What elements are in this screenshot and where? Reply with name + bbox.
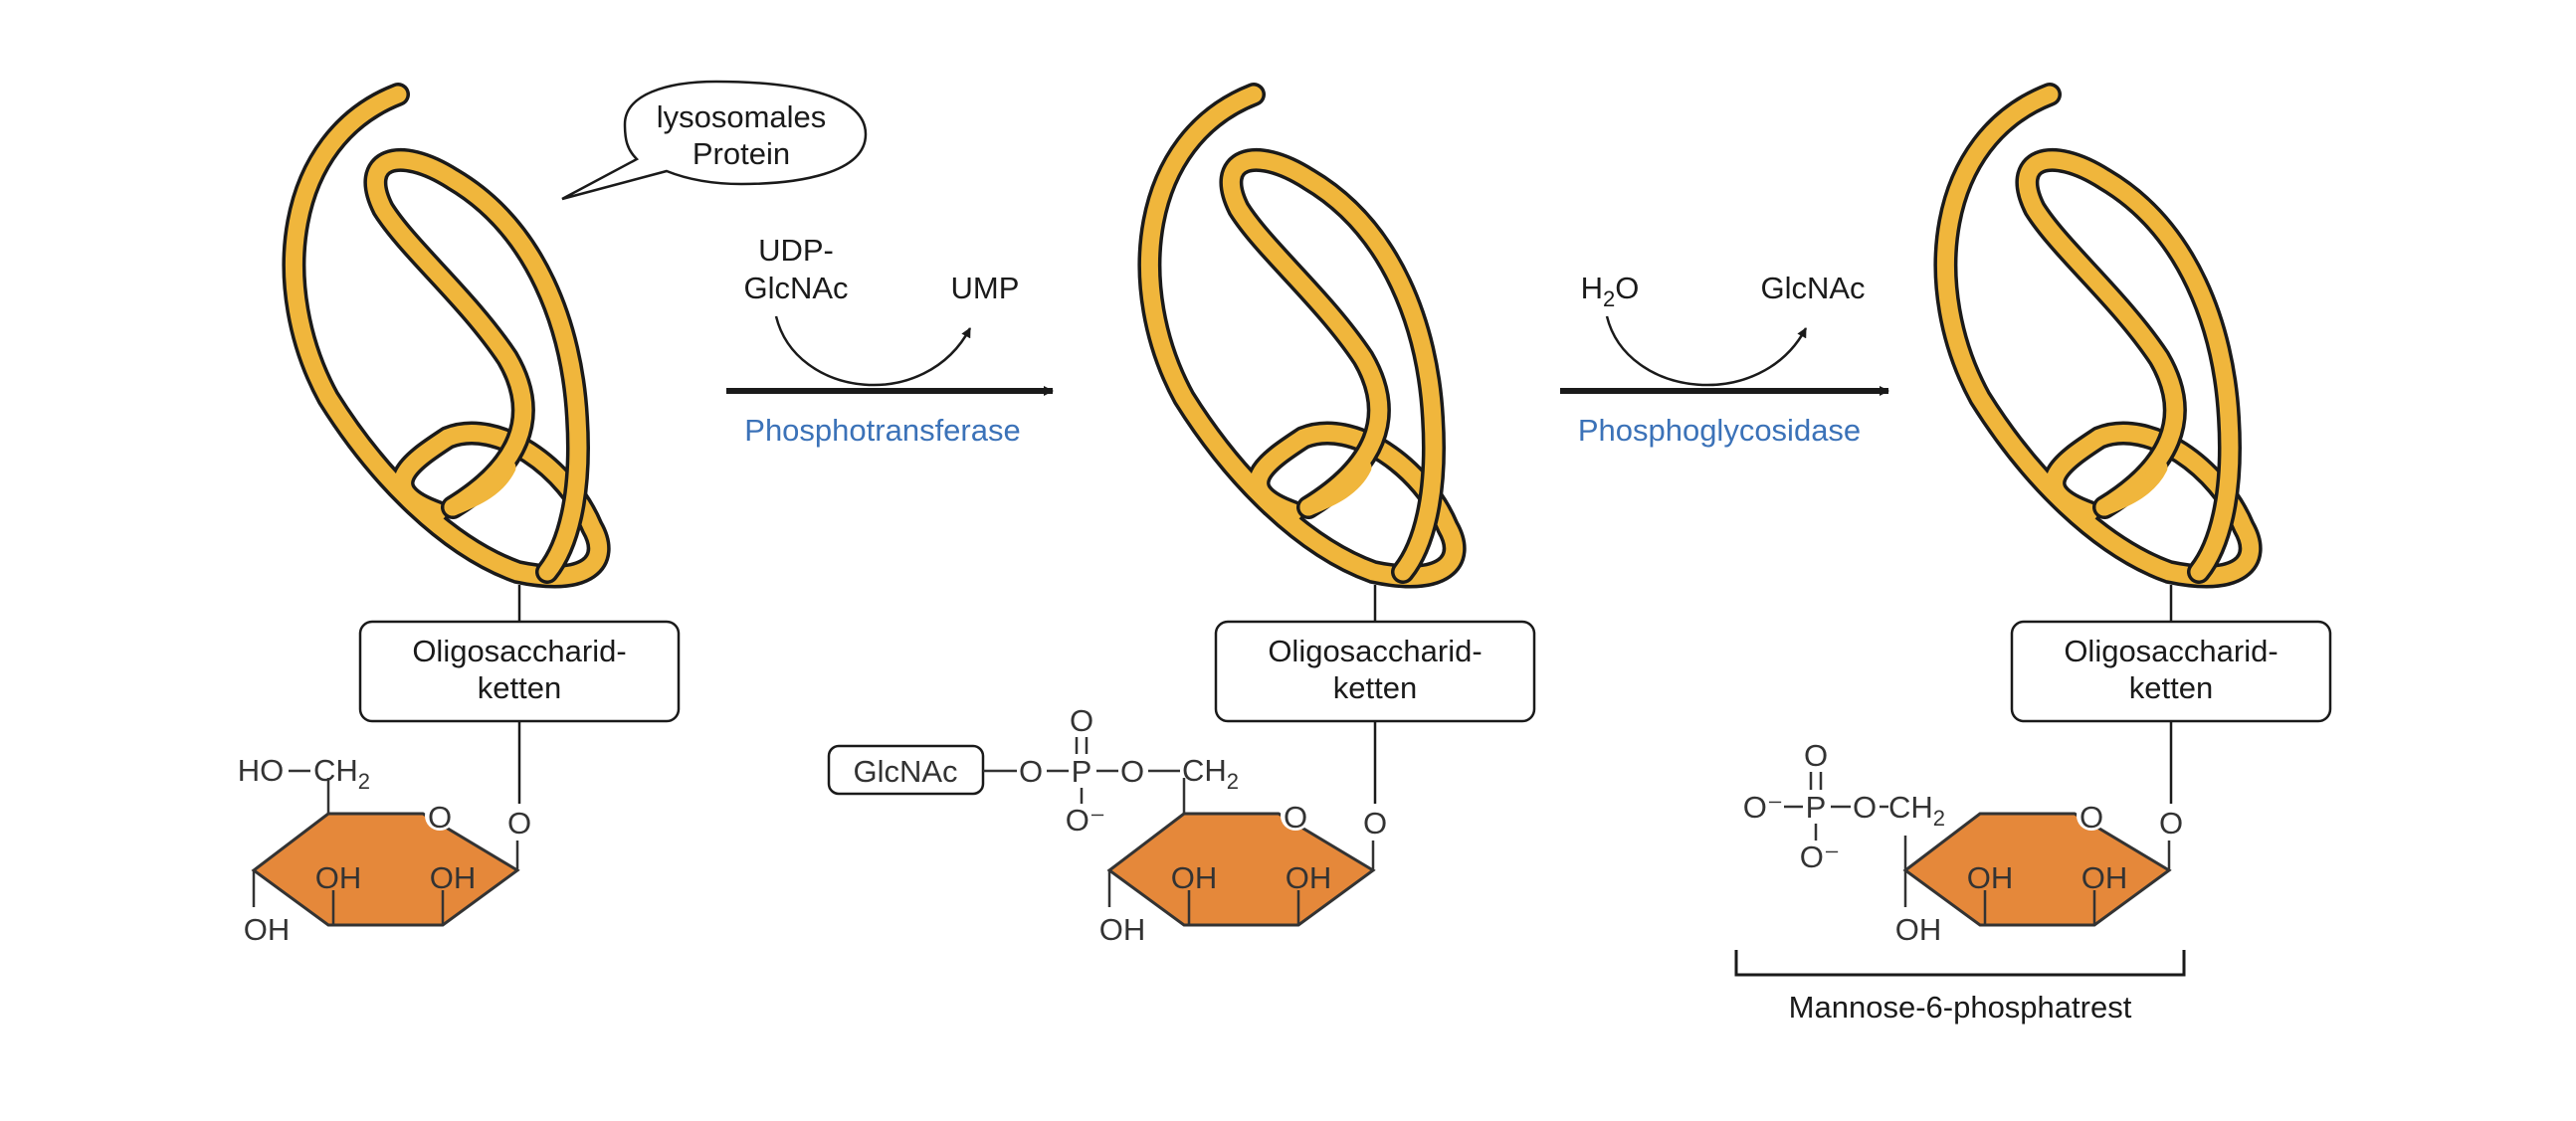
oh-label: OH: [1171, 860, 1218, 895]
phosphate-oxygen-minus: O⁻: [1743, 790, 1783, 825]
box-line-1: Oligosaccharid-: [2064, 634, 2278, 668]
panel-2: Oligosaccharid- ketten O O OH OH OH CH2 …: [827, 83, 1536, 947]
phosphate-oxygen: O: [1070, 703, 1093, 738]
protein-strand: [1137, 83, 1467, 589]
oh-label: OH: [430, 860, 477, 895]
phosphate-oxygen-minus: O⁻: [1800, 840, 1840, 874]
oh-label: OH: [1967, 860, 2014, 895]
product-label: GlcNAc: [1760, 271, 1865, 305]
protein-strand: [282, 83, 611, 589]
protein-strand: [1933, 83, 2263, 589]
phosphate-group: O⁻ P O O⁻ O: [1743, 738, 1888, 874]
callout-bubble: lysosomales Protein: [561, 80, 868, 201]
callout-line-1: lysosomales: [657, 99, 827, 134]
oligosaccharide-box: Oligosaccharid- ketten: [2010, 620, 2332, 723]
ring-oxygen: O: [428, 800, 452, 835]
phosphate-oxygen: O: [1804, 738, 1828, 773]
ch2-label: CH2: [1888, 790, 1945, 831]
ho-label: HO: [238, 753, 285, 788]
reaction-step-1: UDP- GlcNAc UMP Phosphotransferase: [726, 233, 1054, 448]
callout-line-2: Protein: [693, 136, 790, 171]
ring-oxygen: O: [1284, 800, 1307, 835]
phosphate-oxygen: O: [1853, 790, 1877, 825]
box-line-1: Oligosaccharid-: [412, 634, 626, 668]
glcnac-label: GlcNAc: [853, 754, 957, 789]
phosphorus: P: [1806, 790, 1827, 825]
sugar-ring: O O OH OH OH CH2: [1099, 753, 1387, 947]
sugar-ring: O O OH OH OH CH2: [1888, 790, 2183, 947]
reaction-step-2: H2O GlcNAc Phosphoglycosidase: [1560, 271, 1889, 448]
enzyme-label: Phosphoglycosidase: [1578, 413, 1861, 448]
substrate-line-2: GlcNAc: [743, 271, 848, 305]
ch2-label: CH2: [1182, 753, 1239, 794]
oh-label: OH: [1895, 912, 1942, 947]
oh-label: OH: [2081, 860, 2128, 895]
substrate-line-1: UDP-: [758, 233, 834, 268]
oh-label: OH: [244, 912, 291, 947]
enzyme-label: Phosphotransferase: [744, 413, 1020, 448]
ch2-label: CH2: [313, 753, 370, 794]
glycosidic-oxygen: O: [1363, 806, 1387, 841]
phosphodiester-group: GlcNAc O P O O⁻ O: [827, 703, 1180, 838]
box-line-2: ketten: [1333, 670, 1417, 705]
product-label: UMP: [951, 271, 1020, 305]
glycosidic-oxygen: O: [507, 806, 531, 841]
phosphate-oxygen-minus: O⁻: [1066, 803, 1105, 838]
sugar-ring: O O OH OH OH HO CH2: [238, 753, 531, 947]
phosphorus: P: [1072, 754, 1092, 789]
oligosaccharide-box: Oligosaccharid- ketten: [1214, 620, 1536, 723]
oligosaccharide-box: Oligosaccharid- ketten: [358, 620, 681, 723]
phosphate-oxygen: O: [1019, 754, 1043, 789]
box-line-1: Oligosaccharid-: [1268, 634, 1482, 668]
glycosidic-oxygen: O: [2159, 806, 2183, 841]
panel-1: lysosomales Protein Oligosaccharid- kett…: [238, 80, 868, 947]
oh-label: OH: [315, 860, 362, 895]
panel-3: Oligosaccharid- ketten O O OH OH OH CH2 …: [1734, 83, 2332, 1025]
water-label: H2O: [1581, 271, 1640, 311]
phosphate-oxygen: O: [1120, 754, 1144, 789]
oh-label: OH: [1099, 912, 1146, 947]
box-line-2: ketten: [2129, 670, 2213, 705]
ring-oxygen: O: [2080, 800, 2103, 835]
oh-label: OH: [1286, 860, 1332, 895]
mannose-6-phosphate-bracket: Mannose-6-phosphatrest: [1734, 950, 2186, 1025]
box-line-2: ketten: [478, 670, 561, 705]
bracket-label: Mannose-6-phosphatrest: [1789, 990, 2132, 1025]
